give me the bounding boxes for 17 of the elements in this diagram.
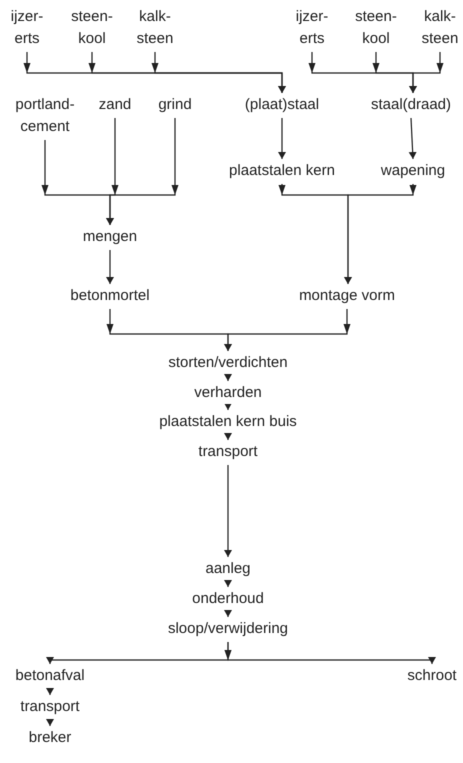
arrow xyxy=(106,250,114,284)
arrow xyxy=(46,719,54,726)
arrow xyxy=(46,688,54,695)
arrow xyxy=(224,309,350,351)
arrow xyxy=(224,610,232,617)
arrow xyxy=(224,374,232,381)
arrow xyxy=(224,465,232,557)
arrow xyxy=(224,642,436,664)
arrow xyxy=(278,118,286,159)
arrow xyxy=(106,118,178,225)
arrow xyxy=(409,52,444,93)
arrow xyxy=(152,52,286,93)
arrow xyxy=(344,184,416,284)
arrow xyxy=(224,433,232,440)
arrow xyxy=(224,403,232,410)
arrow xyxy=(224,580,232,587)
arrow xyxy=(408,118,417,160)
